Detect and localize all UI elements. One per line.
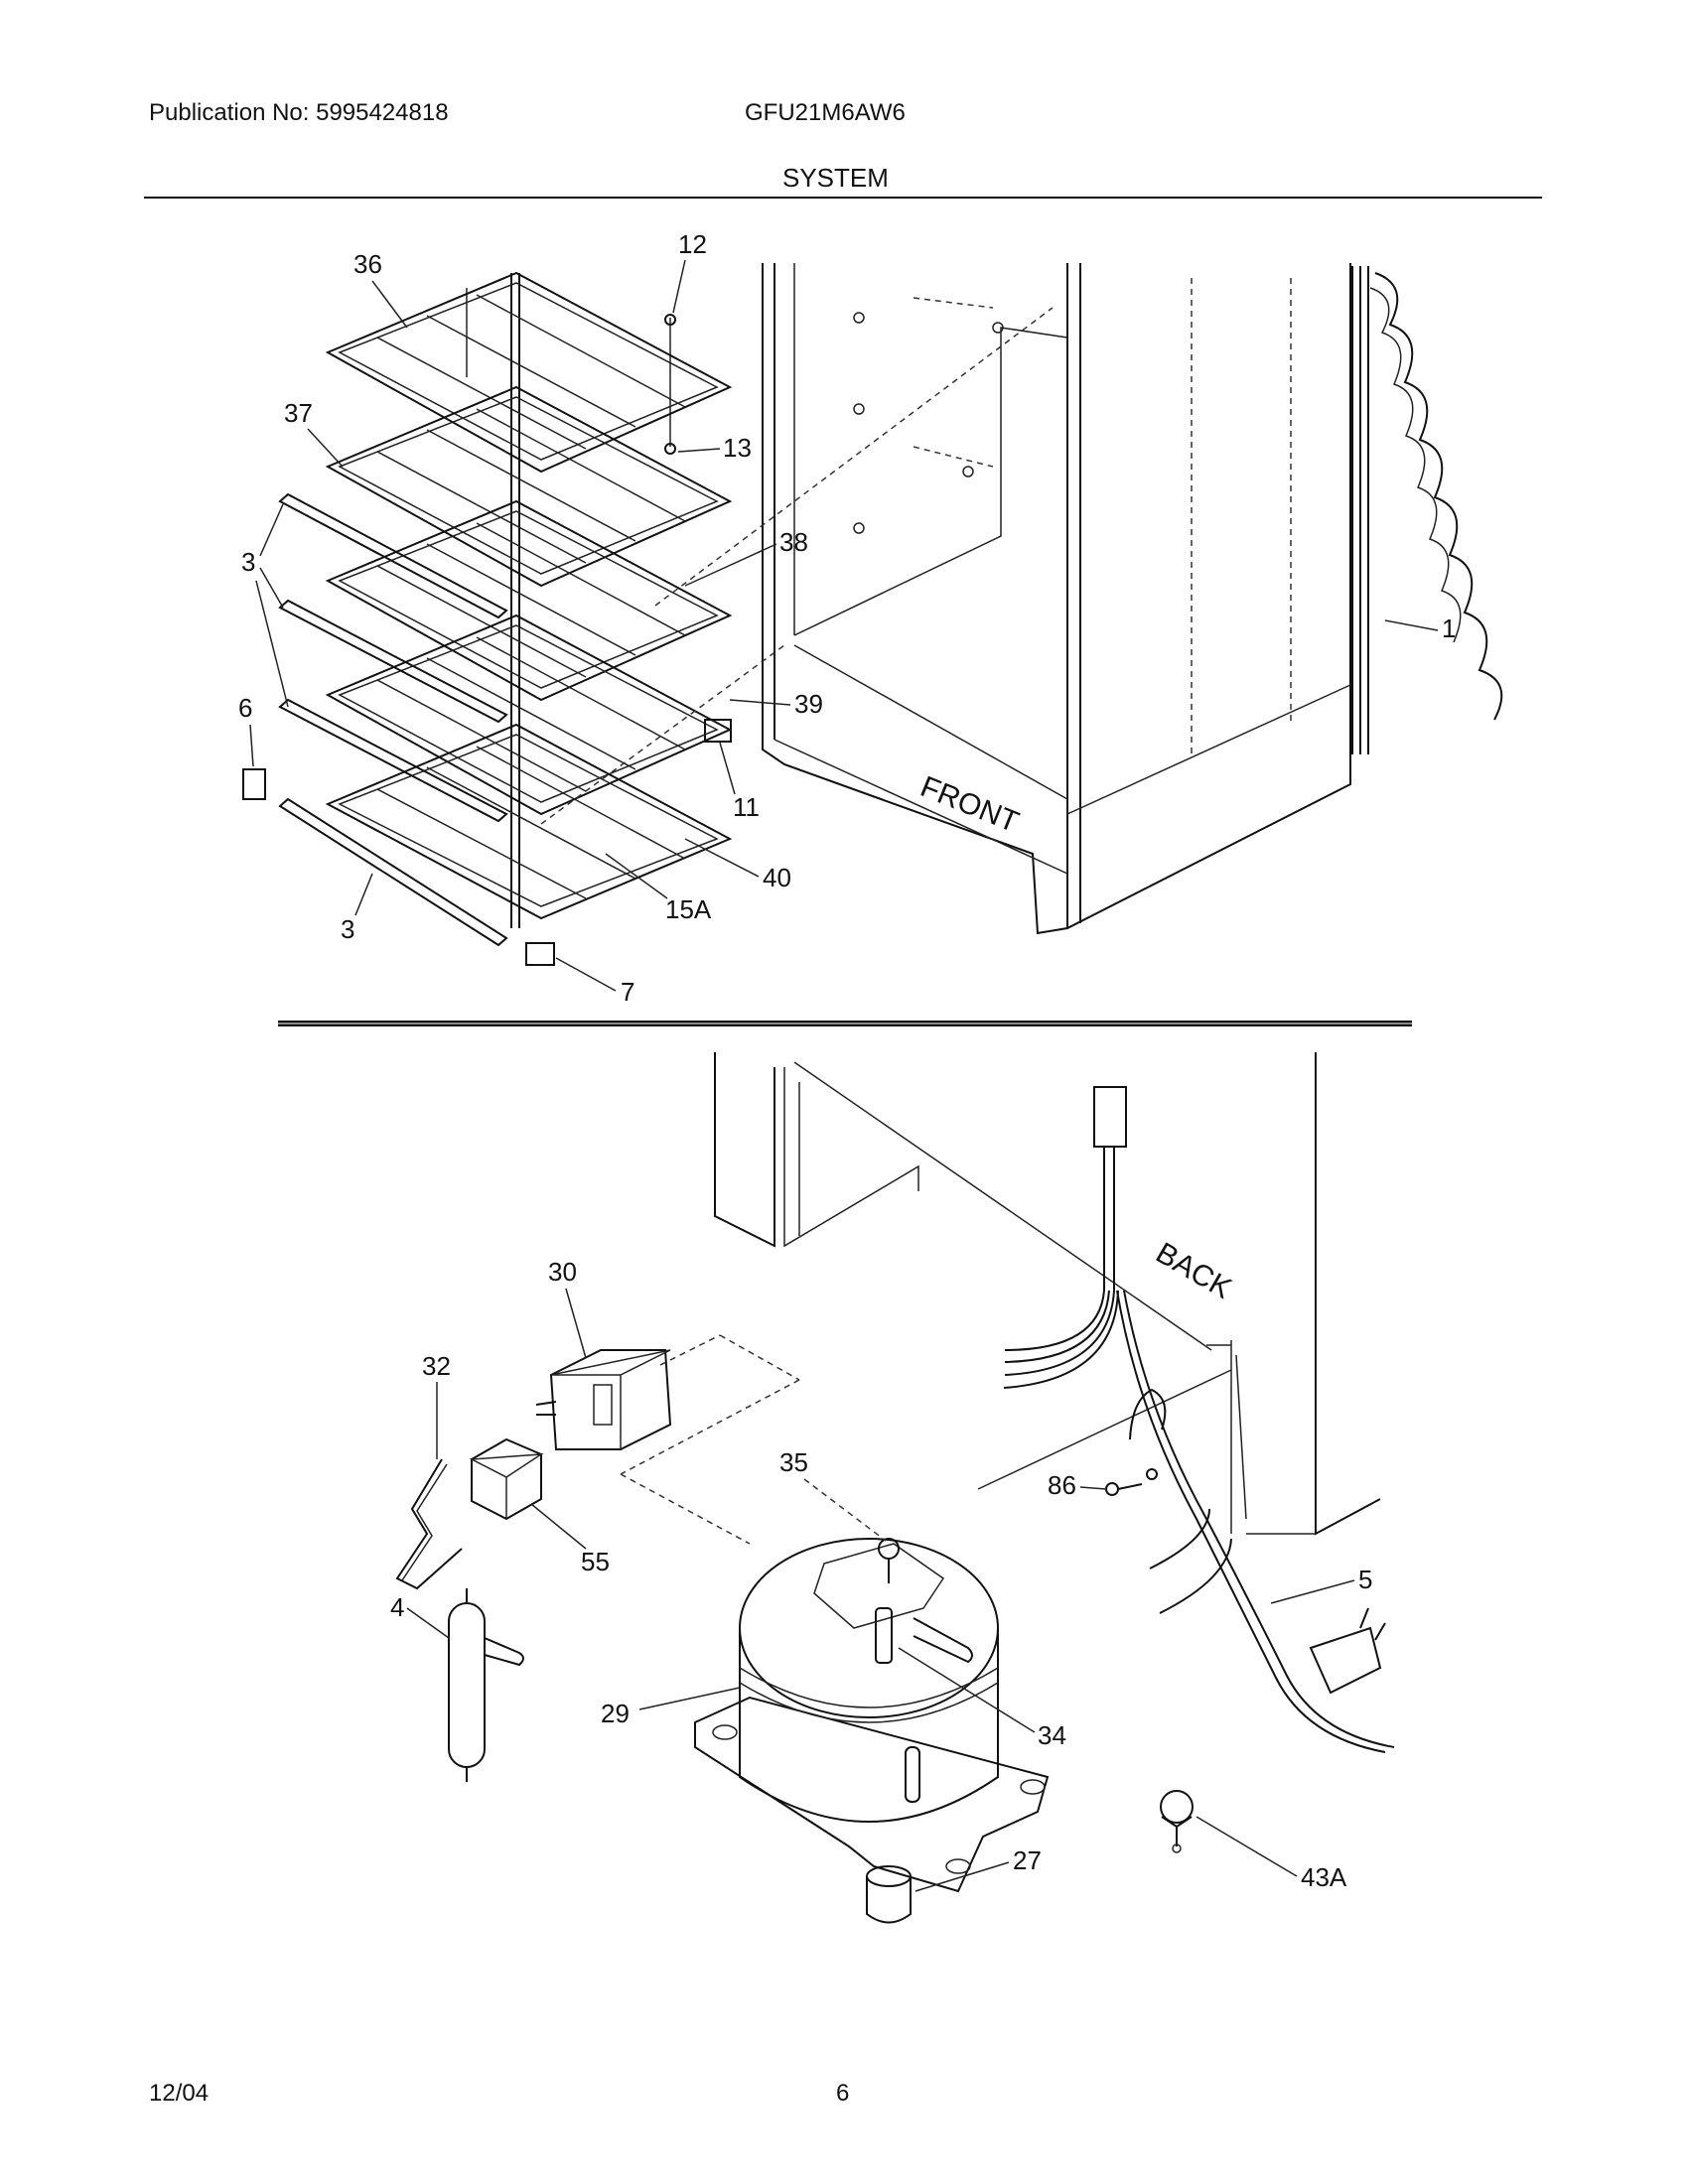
callout-15A: 15A: [665, 894, 712, 924]
callout-55: 55: [581, 1547, 610, 1576]
callout-3-lower: 3: [341, 914, 354, 944]
callout-39: 39: [794, 689, 823, 719]
lower-diagram: BACK 30 32 35 86 55 4 5 29 34 27 43A: [390, 1052, 1395, 1924]
section-divider-inner: [278, 1023, 1412, 1024]
callout-12: 12: [678, 229, 707, 259]
page-number: 6: [836, 2080, 850, 2107]
ground-screw-drawing: [1105, 1468, 1158, 1496]
callout-30: 30: [548, 1257, 577, 1287]
callout-36: 36: [353, 249, 382, 279]
relay-drawing: [469, 1334, 800, 1545]
publication-number: Publication No: 5995424818: [149, 99, 449, 126]
cabinet-drawing: [762, 263, 1351, 935]
clamp-drawing: [1160, 1790, 1194, 1853]
power-cord-drawing: [1003, 1086, 1395, 1753]
condenser-coil-drawing: [1351, 266, 1503, 754]
upper-diagram: FRONT 36 12 37 13 38 3 1 6 39 11 40: [238, 229, 1503, 1007]
back-label: BACK: [1151, 1236, 1237, 1304]
wire-clip-drawing: [395, 1458, 463, 1590]
callout-27: 27: [1013, 1845, 1042, 1875]
filter-drier-drawing: [448, 1588, 524, 1782]
callout-86: 86: [1048, 1470, 1076, 1500]
callout-7: 7: [621, 977, 634, 1007]
callout-35: 35: [779, 1447, 808, 1477]
footer-date: 12/04: [149, 2080, 210, 2107]
callout-38: 38: [779, 527, 808, 557]
callout-40: 40: [763, 863, 791, 892]
compressor-drawing: [694, 1538, 1050, 1893]
callout-37: 37: [284, 398, 313, 428]
callout-5: 5: [1358, 1565, 1372, 1594]
callout-3-upper: 3: [241, 547, 255, 577]
evaporator-shelves-drawing: [242, 271, 1054, 966]
callout-34: 34: [1038, 1720, 1066, 1750]
callout-43A: 43A: [1301, 1862, 1347, 1892]
section-title: SYSTEM: [782, 163, 889, 193]
callout-32: 32: [422, 1351, 451, 1381]
callout-1: 1: [1442, 614, 1456, 643]
model-number: GFU21M6AW6: [745, 99, 906, 126]
callout-11: 11: [733, 792, 760, 822]
callout-4: 4: [390, 1592, 404, 1622]
callout-29: 29: [601, 1699, 630, 1728]
grommet-drawing: [866, 1865, 912, 1924]
callout-13: 13: [723, 433, 752, 463]
header-rule: [144, 197, 1542, 199]
callout-6: 6: [238, 693, 252, 723]
lower-callouts: 30 32 35 86 55 4 5 29 34 27 43A: [390, 1257, 1372, 1892]
cabinet-back-drawing: [714, 1052, 1381, 1536]
upper-callouts: 36 12 37 13 38 3 1 6 39 11 40 15A: [238, 229, 1456, 1007]
